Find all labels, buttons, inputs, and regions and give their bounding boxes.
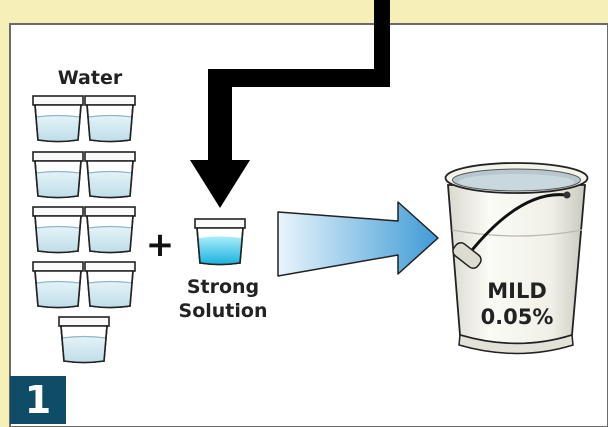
water-cup (32, 261, 84, 309)
mild-label-line2: 0.05% (480, 305, 554, 329)
water-label: Water (57, 67, 123, 89)
water-cup (32, 151, 84, 199)
strong-label-line2: Solution (178, 300, 268, 322)
water-cup (84, 261, 136, 309)
mild-label-line1: MILD (487, 279, 547, 303)
step-number-badge: 1 (10, 376, 66, 424)
strong-solution-cup (194, 218, 246, 266)
water-cup (84, 95, 136, 143)
bucket (444, 162, 589, 355)
pour-arrow (190, 0, 390, 208)
mix-arrow (277, 201, 439, 277)
water-cup (32, 95, 84, 143)
water-cup (84, 206, 136, 254)
water-cup (84, 151, 136, 199)
plus-sign: + (146, 225, 175, 265)
strong-label-line1: Strong (186, 276, 260, 298)
water-cup (32, 206, 84, 254)
water-cup (58, 316, 110, 364)
